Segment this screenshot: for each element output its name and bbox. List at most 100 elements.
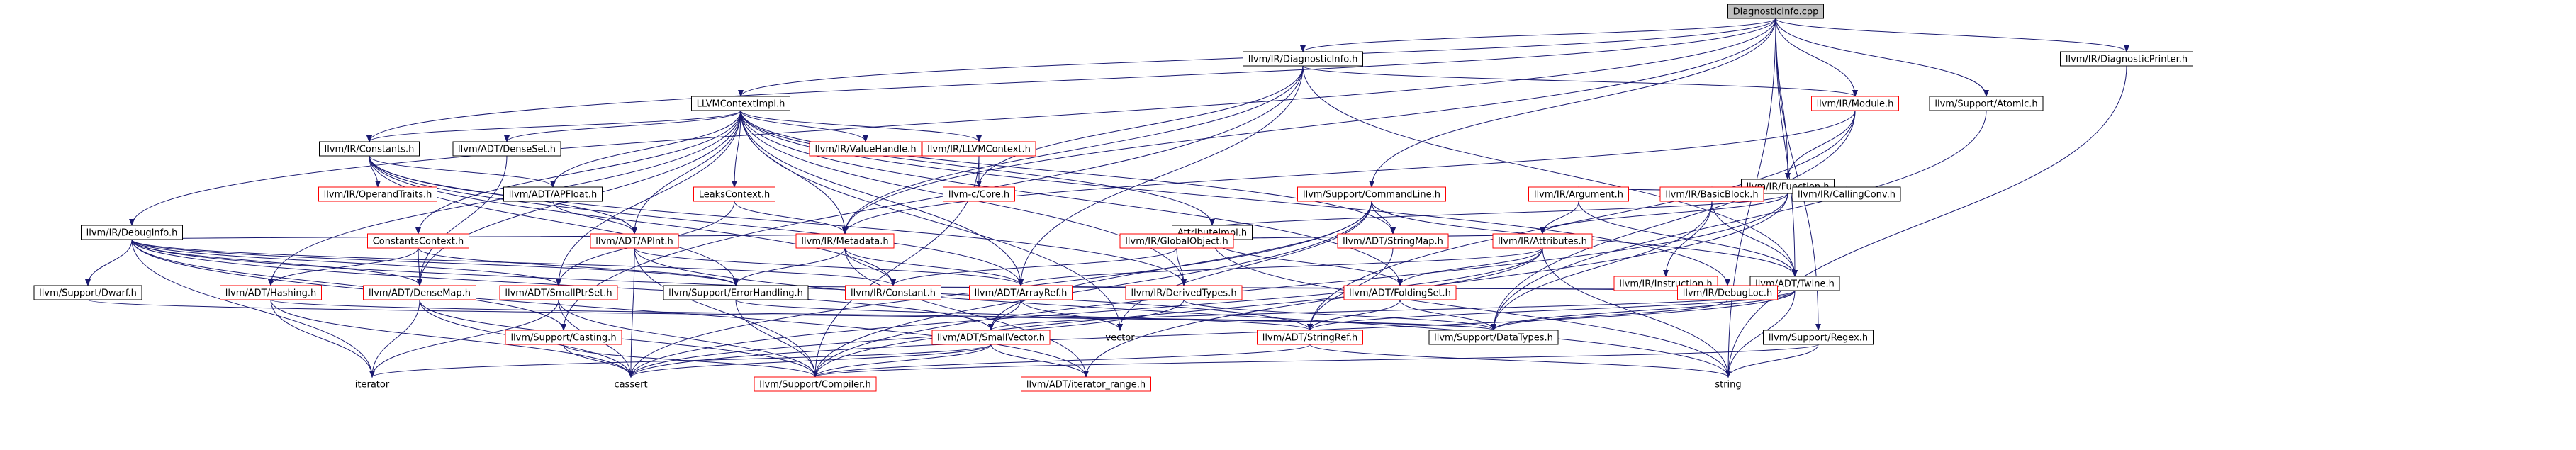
node-IRConstant[interactable]: llvm/IR/Constant.h (845, 285, 941, 300)
node-ADTStringRef[interactable]: llvm/ADT/StringRef.h (1257, 330, 1363, 345)
node-SupportErrorHandling[interactable]: llvm/Support/ErrorHandling.h (663, 285, 809, 300)
node-SupportCommandLine[interactable]: llvm/Support/CommandLine.h (1297, 186, 1446, 202)
node-box (81, 225, 183, 240)
edge-IRMetadata-to-SupportErrorHandling (733, 247, 846, 286)
node-DiagnosticInfo[interactable]: DiagnosticInfo.cpp (1727, 4, 1824, 19)
node-SupportDataTypes[interactable]: llvm/Support/DataTypes.h (1428, 330, 1559, 345)
edge-IRDebugInfo-to-ADTSmallVector (131, 239, 994, 331)
node-SupportCompiler[interactable]: llvm/Support/Compiler.h (754, 376, 877, 392)
node-box (1792, 186, 1901, 202)
node-ADTiteratorrange[interactable]: llvm/ADT/iterator_range.h (1021, 376, 1151, 392)
edge-IRModule-to-SupportDataTypes (1491, 110, 1856, 331)
node-label: llvm/ADT/DenseMap.h (369, 288, 471, 299)
node-IRValueHandle[interactable]: llvm/IR/ValueHandle.h (809, 141, 922, 157)
node-layer: DiagnosticInfo.cpp llvm/IR/DiagnosticInfo… (33, 4, 2193, 392)
node-llvmcCore[interactable]: llvm-c/Core.h (943, 186, 1015, 202)
edge-DiagnosticInfo-to-IRModule (1775, 18, 1858, 97)
node-SupportDwarf[interactable]: llvm/Support/Dwarf.h (33, 285, 142, 300)
node-IRDiagnosticInfo[interactable]: llvm/IR/DiagnosticInfo.h (1243, 51, 1363, 67)
edge-SupportDwarf-to-SupportDataTypes (87, 299, 1496, 331)
node-LLVMContextImpl[interactable]: LLVMContextImpl.h (691, 96, 790, 111)
node-SupportAtomic[interactable]: llvm/Support/Atomic.h (1929, 96, 2044, 111)
node-ADTSmallPtrSet[interactable]: llvm/ADT/SmallPtrSet.h (499, 285, 618, 300)
edge-IRMetadata-to-IRConstant (844, 247, 896, 286)
node-ADTAPInt[interactable]: llvm/ADT/APInt.h (590, 233, 679, 249)
node-IRDebugInfo[interactable]: llvm/IR/DebugInfo.h (81, 225, 183, 240)
node-IRArgument[interactable]: llvm/IR/Argument.h (1528, 186, 1629, 202)
node-IRAttributes[interactable]: llvm/IR/Attributes.h (1492, 233, 1593, 249)
node-label: llvm/IR/DiagnosticInfo.h (1248, 55, 1358, 65)
node-ADTDenseSet[interactable]: llvm/ADT/DenseSet.h (452, 141, 561, 157)
edge-DiagnosticInfo-to-IRMetadata (842, 18, 1776, 235)
node-LeaksContext[interactable]: LeaksContext.h (693, 186, 775, 202)
node-ADTAPFloat[interactable]: llvm/ADT/APFloat.h (503, 186, 603, 202)
edge-ADTSmallVector-to-ADTiteratorrange (990, 344, 1089, 378)
node-IRMetadata[interactable]: llvm/IR/Metadata.h (795, 233, 895, 249)
node-IRDiagnosticPrinter[interactable]: llvm/IR/DiagnosticPrinter.h (2060, 51, 2193, 67)
edge-ADTHashing-to-iterator (270, 299, 375, 378)
edge-LLVMContextImpl-to-ADTAPInt (632, 110, 741, 235)
edge-ADTFoldingSet-to-ADTStringRef (1307, 299, 1401, 331)
edge-ADTArrayRef-to-ADTSmallVector (988, 299, 1021, 331)
edge-DiagnosticInfo-to-ADTTwine (1775, 18, 1798, 277)
node-IRCallingConv[interactable]: llvm/IR/CallingConv.h (1792, 186, 1901, 202)
edge-IRDiagnosticPrinter-to-string (1725, 65, 2127, 378)
edge-IRDebugInfo-to-ADTiteratorrange (131, 239, 1089, 378)
node-ADTStringMap[interactable]: llvm/ADT/StringMap.h (1337, 233, 1449, 249)
node-box (795, 233, 895, 249)
node-IROperandTraits[interactable]: llvm/IR/OperandTraits.h (318, 186, 437, 202)
node-ADTArrayRef[interactable]: llvm/ADT/ArrayRef.h (969, 285, 1073, 300)
edge-SupportErrorHandling-to-ADTStringRef (735, 299, 1313, 331)
node-IRBasicBlock[interactable]: llvm/IR/BasicBlock.h (1659, 186, 1764, 202)
node-IRDerivedTypes[interactable]: llvm/IR/DerivedTypes.h (1125, 285, 1243, 300)
node-label: llvm/IR/DiagnosticPrinter.h (2066, 55, 2188, 65)
node-label: llvm/ADT/APInt.h (595, 237, 673, 247)
node-box (220, 285, 322, 300)
edge-IRDerivedTypes-to-cassert (628, 299, 1185, 378)
edge-IRAttributes-to-SupportCompiler (812, 247, 1543, 378)
node-ADTDenseMap[interactable]: llvm/ADT/DenseMap.h (363, 285, 476, 300)
node-box (318, 186, 437, 202)
edge-ADTSmallVector-to-SupportCompiler (812, 344, 992, 378)
node-IRLLVMContext[interactable]: llvm/IR/LLVMContext.h (922, 141, 1036, 157)
edge-ADTAPInt-to-ADTArrayRef (634, 247, 1024, 286)
node-box (1343, 285, 1457, 300)
node-box (1659, 186, 1764, 202)
node-label: llvm/IR/Argument.h (1534, 190, 1623, 201)
node-box (1125, 285, 1243, 300)
node-IRModule[interactable]: llvm/IR/Module.h (1811, 96, 1899, 111)
edge-LLVMContextImpl-to-ADTDenseSet (504, 110, 741, 142)
node-ConstantsContext[interactable]: ConstantsContext.h (367, 233, 469, 249)
node-IRGlobalObject[interactable]: llvm/IR/GlobalObject.h (1119, 233, 1234, 249)
node-ADTHashing[interactable]: llvm/ADT/Hashing.h (220, 285, 322, 300)
node-SupportCasting[interactable]: llvm/Support/Casting.h (505, 330, 622, 345)
node-label: iterator (355, 380, 390, 390)
edge-LLVMContextImpl-to-ADTAPFloat (550, 110, 741, 188)
node-IRConstants[interactable]: llvm/IR/Constants.h (319, 141, 420, 157)
node-label: llvm/ADT/Hashing.h (225, 288, 316, 299)
node-ADTFoldingSet[interactable]: llvm/ADT/FoldingSet.h (1343, 285, 1457, 300)
edge-ADTAPInt-to-SupportCompiler (634, 247, 818, 378)
edge-IRDiagnosticInfo-to-llvmcCore (976, 65, 1304, 188)
node-ADTSmallVector[interactable]: llvm/ADT/SmallVector.h (931, 330, 1051, 345)
edge-IRDebugInfo-to-ADTStringRef (131, 239, 1313, 331)
node-label: llvm/Support/Dwarf.h (39, 288, 137, 299)
edge-IRAttributes-to-ADTFoldingSet (1397, 247, 1543, 286)
node-SupportRegex[interactable]: llvm/Support/Regex.h (1763, 330, 1874, 345)
node-label: llvm/ADT/StringRef.h (1262, 333, 1357, 344)
node-box (663, 285, 809, 300)
node-box (1243, 51, 1363, 67)
node-label: llvm/ADT/ArrayRef.h (975, 288, 1068, 299)
edge-IRGlobalObject-to-IRConstant (890, 247, 1177, 286)
edge-IRDerivedTypes-to-SupportDataTypes (1183, 299, 1496, 331)
edge-SupportCommandLine-to-vector (1117, 201, 1372, 331)
node-vector: vector (1105, 333, 1135, 344)
node-IRDebugLoc[interactable]: llvm/IR/DebugLoc.h (1677, 285, 1778, 300)
edge-LeaksContext-to-IRMetadata (734, 201, 848, 235)
node-box (1428, 330, 1559, 345)
node-label: llvm/ADT/iterator_range.h (1026, 380, 1146, 390)
node-label: llvm/Support/Compiler.h (759, 380, 870, 390)
node-label: llvm/IR/LLVMContext.h (927, 145, 1031, 155)
node-box (1337, 233, 1449, 249)
